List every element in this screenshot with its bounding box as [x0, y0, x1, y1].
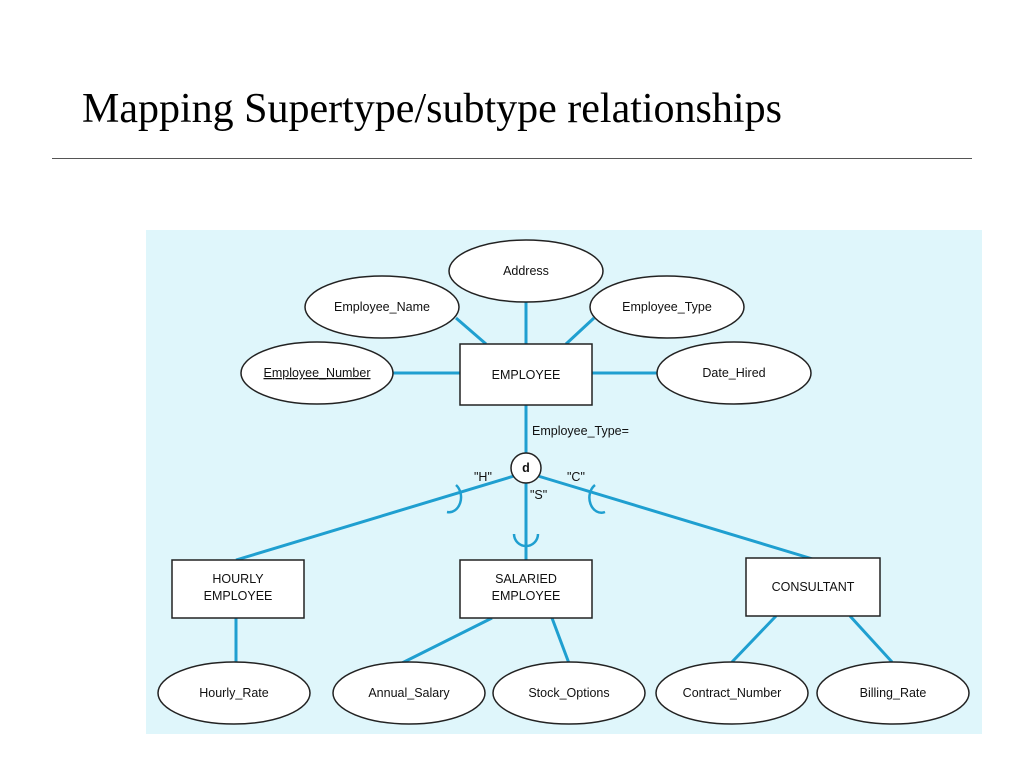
er-diagram: Address Employee_Name Employee_Type Empl… [146, 230, 982, 734]
attribute-employee-number: Employee_Number [240, 341, 394, 405]
disjoint-constraint-circle: d [510, 452, 542, 484]
attribute-date-hired: Date_Hired [656, 341, 812, 405]
subset-symbol-hourly [446, 484, 463, 514]
discriminator-value-consultant: "C" [567, 470, 585, 484]
attribute-stock-options: Stock_Options [492, 661, 646, 725]
svg-text:Annual_Salary: Annual_Salary [368, 686, 450, 700]
attribute-hourly-rate: Hourly_Rate [157, 661, 311, 725]
svg-text:EMPLOYEE: EMPLOYEE [204, 589, 273, 603]
subtype-attribute-links [234, 614, 894, 668]
svg-text:Employee_Name: Employee_Name [334, 300, 430, 314]
discriminator-value-hourly: "H" [474, 470, 492, 484]
link-annual-salary [395, 616, 493, 668]
svg-text:Hourly_Rate: Hourly_Rate [199, 686, 269, 700]
attribute-annual-salary: Annual_Salary [332, 661, 486, 725]
slide-title: Mapping Supertype/subtype relationships [82, 86, 782, 132]
svg-text:HOURLY: HOURLY [212, 572, 264, 586]
svg-text:Employee_Type: Employee_Type [622, 300, 712, 314]
svg-text:Billing_Rate: Billing_Rate [860, 686, 927, 700]
entity-hourly-employee: HOURLY EMPLOYEE [171, 559, 305, 619]
svg-text:Stock_Options: Stock_Options [528, 686, 609, 700]
svg-text:Address: Address [503, 264, 549, 278]
svg-text:CONSULTANT: CONSULTANT [772, 580, 855, 594]
diagram-background [146, 230, 982, 734]
link-contract-number [730, 614, 778, 664]
subset-symbol-salaried [512, 533, 540, 548]
entity-salaried-employee: SALARIED EMPLOYEE [459, 559, 593, 619]
attribute-billing-rate: Billing_Rate [816, 661, 970, 725]
svg-text:Employee_Number: Employee_Number [264, 366, 371, 380]
svg-text:SALARIED: SALARIED [495, 572, 557, 586]
link-to-hourly [235, 474, 515, 562]
attribute-address: Address [448, 239, 604, 303]
er-diagram-canvas: Address Employee_Name Employee_Type Empl… [146, 230, 982, 734]
subset-symbols [446, 484, 606, 548]
svg-text:EMPLOYEE: EMPLOYEE [492, 368, 561, 382]
attribute-contract-number: Contract_Number [655, 661, 809, 725]
attribute-employee-name: Employee_Name [304, 275, 460, 339]
subset-symbol-consultant [588, 484, 606, 514]
subtype-discriminator-label: Employee_Type= [532, 424, 629, 438]
svg-text:Contract_Number: Contract_Number [683, 686, 782, 700]
link-billing-rate [848, 614, 894, 664]
svg-text:Date_Hired: Date_Hired [702, 366, 765, 380]
entity-consultant: CONSULTANT [745, 557, 881, 617]
svg-text:d: d [522, 461, 530, 475]
entity-employee: EMPLOYEE [459, 343, 593, 406]
link-employee-name [455, 316, 487, 346]
supertype-attribute-links [392, 302, 658, 375]
discriminator-value-salaried: "S" [530, 488, 547, 502]
svg-text:EMPLOYEE: EMPLOYEE [492, 589, 561, 603]
attribute-employee-type: Employee_Type [589, 275, 745, 339]
link-to-consultant [537, 474, 817, 562]
link-employee-type [564, 316, 596, 346]
link-stock-options [550, 617, 572, 667]
title-divider [52, 158, 972, 159]
